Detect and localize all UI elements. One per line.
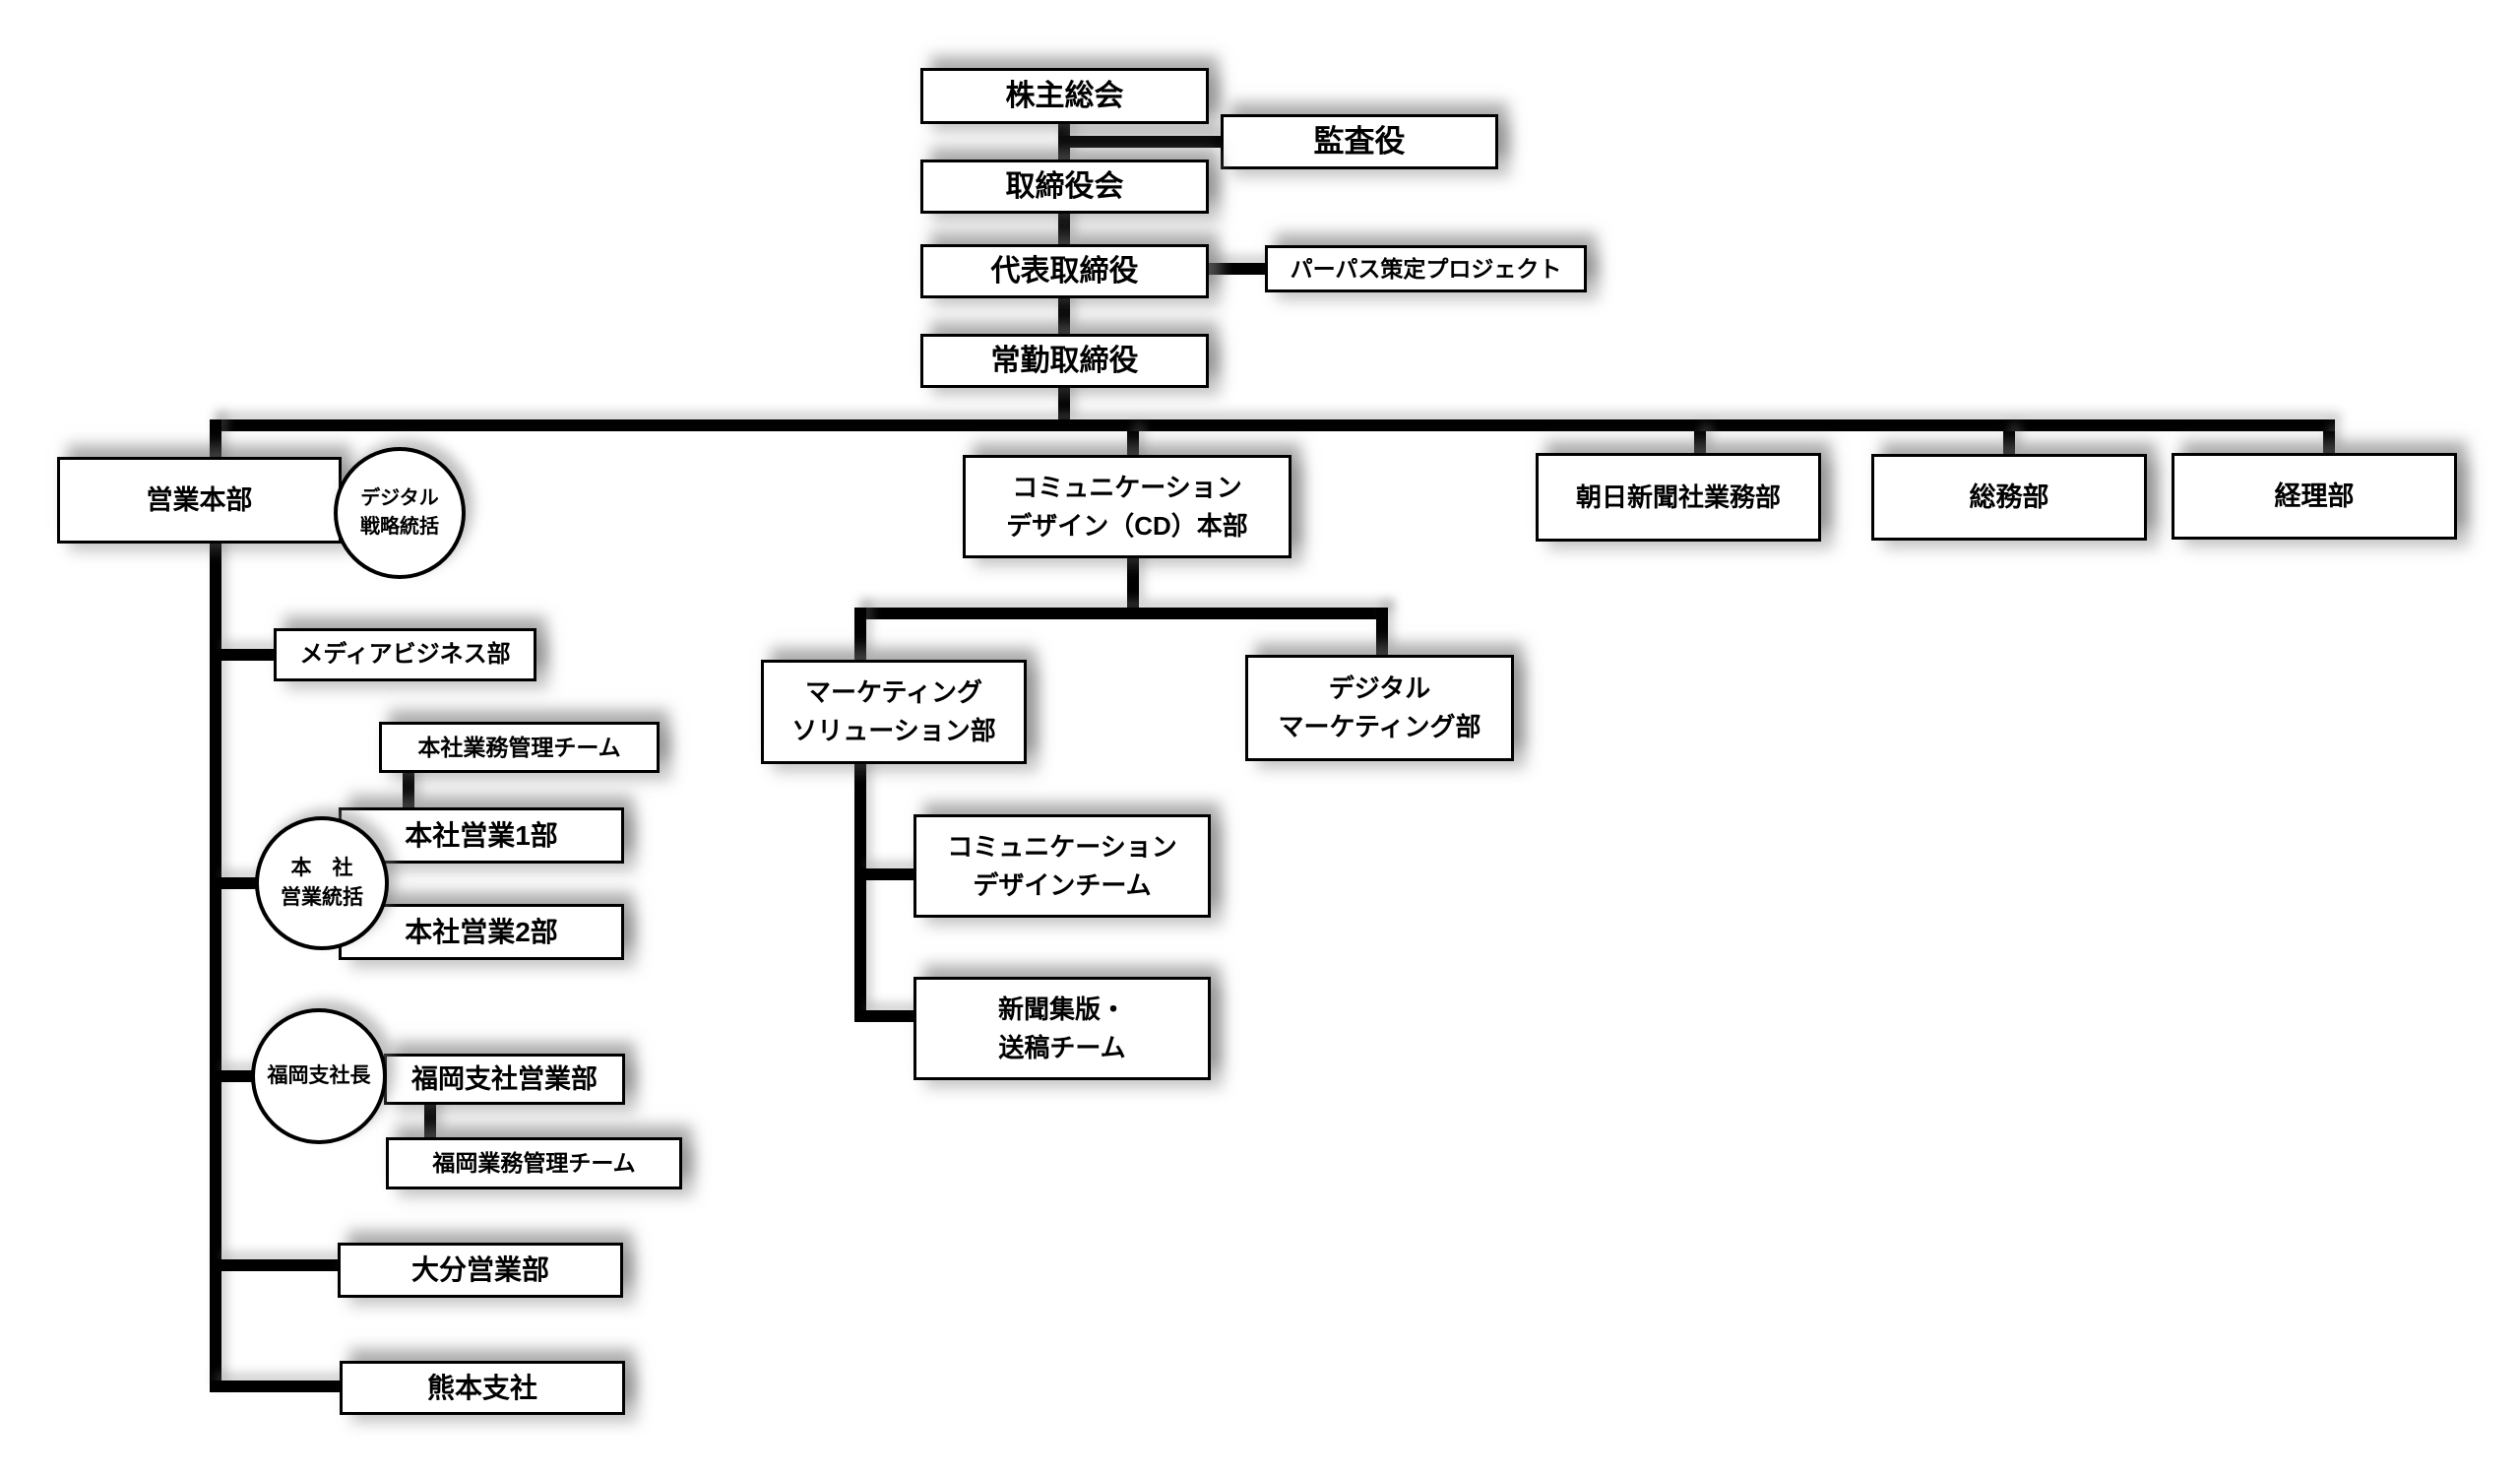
org-box-shareholders: 株主総会	[920, 68, 1209, 124]
org-circle-fukuoka-manager: 福岡支社長	[251, 1008, 387, 1144]
connector-repdirector-standing	[1058, 297, 1070, 335]
connector-main-line	[210, 419, 2335, 431]
org-box-standing-director: 常勤取締役	[920, 334, 1209, 388]
org-box-cd-hq: コミュニケーション デザイン（CD）本部	[963, 455, 1292, 558]
connector-standing-mainline	[1058, 387, 1070, 425]
org-box-board: 取締役会	[920, 160, 1209, 214]
org-box-newspaper-team: 新聞集版・ 送稿チーム	[914, 977, 1211, 1080]
connector-hqadmin-sales1	[403, 772, 414, 808]
connector-board-repdirector	[1058, 213, 1070, 245]
connector-media-branch	[216, 649, 274, 661]
connector-auditor-branch	[1064, 136, 1222, 148]
connector-fukuokasales-admin	[424, 1104, 436, 1138]
org-box-sales-hq: 営業本部	[57, 457, 342, 544]
connector-cd-splitter	[854, 608, 1388, 619]
org-box-hq-admin-team: 本社業務管理チーム	[379, 722, 660, 773]
org-box-general-affairs: 総務部	[1871, 454, 2147, 541]
connector-newspaper-branch	[860, 1010, 915, 1022]
org-circle-hq-sales-director: 本 社 営業統括	[255, 816, 389, 950]
org-box-hq-sales2: 本社営業2部	[339, 904, 624, 960]
connector-purpose-branch	[1208, 263, 1266, 275]
connector-drop-general-affairs	[2003, 431, 2015, 457]
connector-sales-trunk	[210, 419, 221, 1392]
org-box-fukuoka-admin-team: 福岡業務管理チーム	[386, 1137, 682, 1189]
org-circle-digital-strategy: デジタル 戦略統括	[334, 447, 466, 579]
org-box-purpose-project: パーパス策定プロジェクト	[1265, 245, 1587, 292]
org-box-accounting: 経理部	[2172, 453, 2457, 540]
connector-drop-asahi	[1694, 431, 1706, 457]
org-box-mkt-solution: マーケティング ソリューション部	[761, 660, 1027, 764]
connector-drop-mkt-solution	[854, 608, 866, 661]
org-box-digital-mkt: デジタル マーケティング部	[1245, 655, 1514, 761]
connector-mkt-sub-trunk	[854, 764, 866, 1022]
org-box-kumamoto-branch: 熊本支社	[340, 1361, 625, 1415]
connector-drop-accounting	[2323, 431, 2335, 456]
org-box-media-business: メディアビジネス部	[274, 628, 536, 681]
org-box-rep-director: 代表取締役	[920, 244, 1209, 298]
org-box-asahi-shimbun-dept: 朝日新聞社業務部	[1536, 453, 1821, 542]
org-box-comm-design-team: コミュニケーション デザインチーム	[914, 814, 1211, 918]
connector-drop-digital-mkt	[1376, 608, 1388, 656]
org-box-fukuoka-sales: 福岡支社営業部	[384, 1054, 625, 1105]
connector-commdesign-branch	[860, 868, 915, 880]
org-box-oita-sales: 大分営業部	[338, 1243, 623, 1298]
org-box-auditor: 監査役	[1221, 114, 1498, 169]
connector-oita-branch	[216, 1259, 338, 1271]
connector-kumamoto-branch	[210, 1380, 340, 1392]
